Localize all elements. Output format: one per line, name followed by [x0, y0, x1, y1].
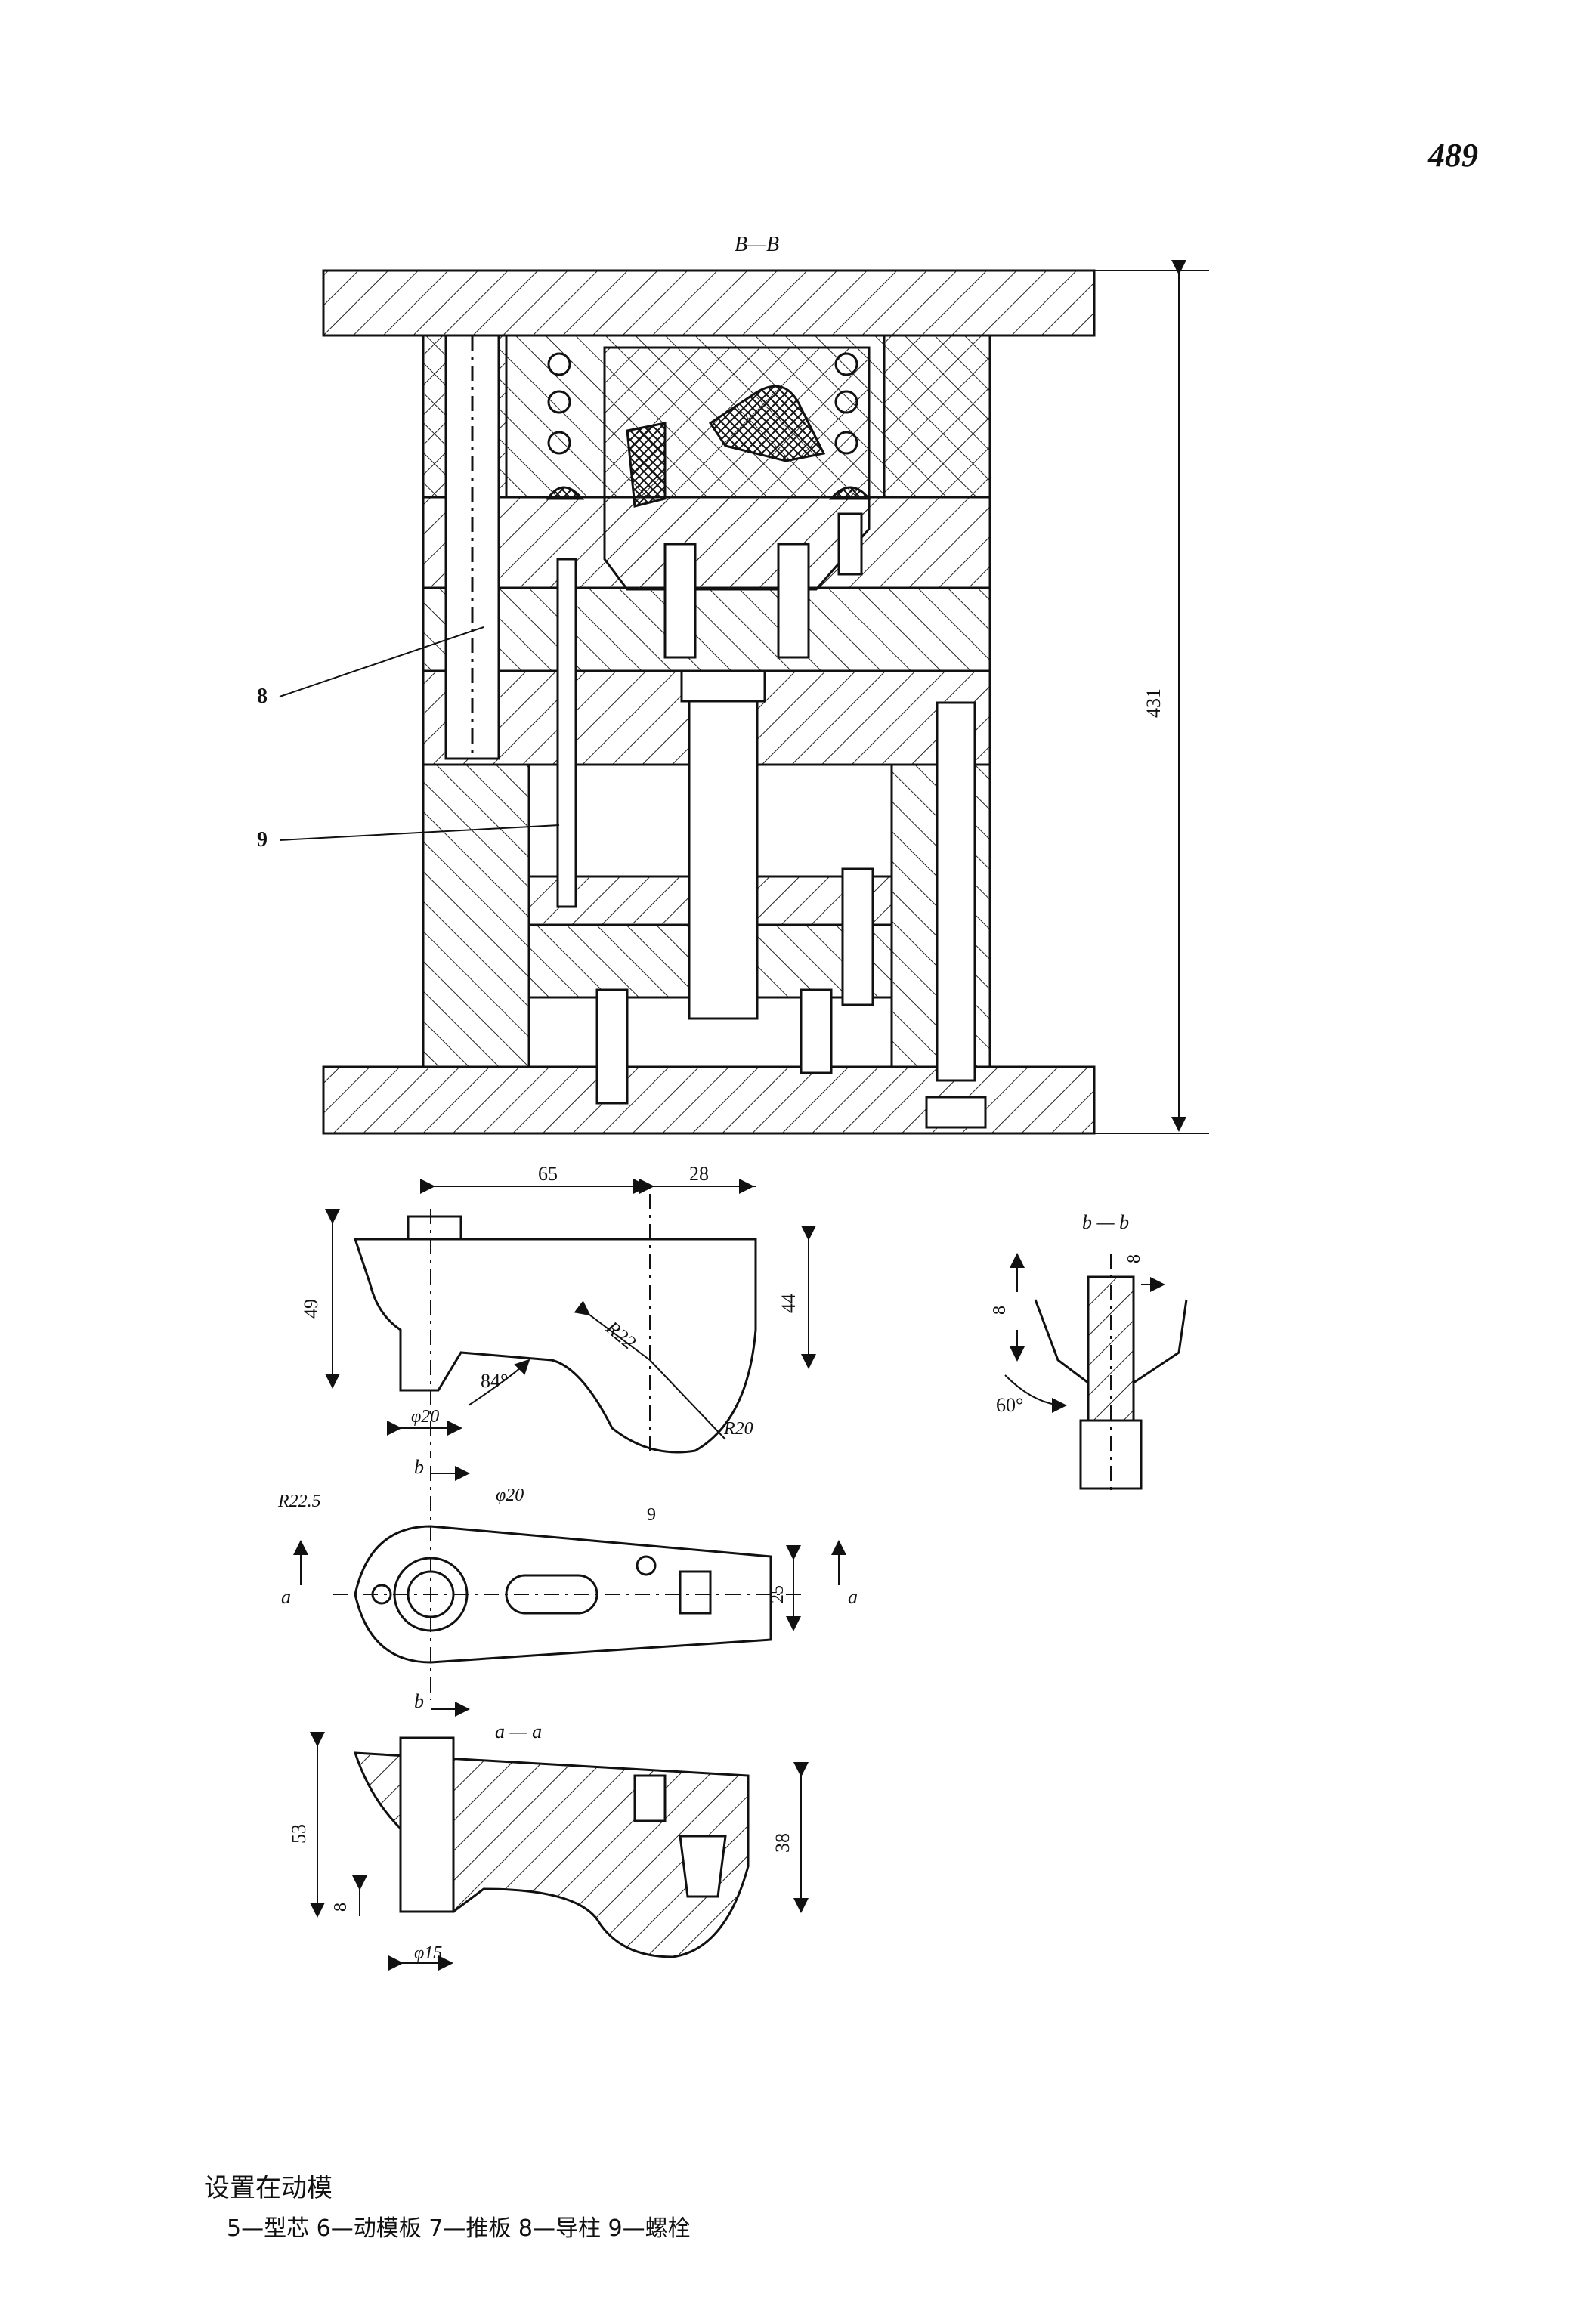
dim-65: 65 — [538, 1163, 558, 1185]
dim-53: 53 — [288, 1824, 310, 1844]
dim-38: 38 — [772, 1833, 793, 1853]
dim-r20: R20 — [723, 1419, 753, 1439]
callout-9: 9 — [257, 828, 268, 852]
assembly-section-bb — [279, 260, 1209, 1135]
dim-60-deg: 60° — [996, 1394, 1023, 1416]
cut-b-bottom: b — [414, 1690, 424, 1712]
callout-8: 8 — [257, 685, 268, 708]
dim-84-deg: 84° — [481, 1370, 508, 1392]
dim-28: 28 — [689, 1163, 709, 1185]
dim-9: 9 — [647, 1505, 656, 1525]
dim-phi20-top: φ20 — [496, 1485, 524, 1505]
cut-a-right: a — [848, 1586, 858, 1608]
dim-25: 25 — [768, 1585, 787, 1603]
section-aa-label: a — a — [495, 1720, 542, 1742]
cut-a-left: a — [281, 1586, 291, 1608]
dim-r22-5: R22.5 — [277, 1492, 321, 1511]
page-number: 489 — [1428, 137, 1478, 174]
dim-8-b-right: 8 — [1124, 1254, 1144, 1263]
dim-44: 44 — [778, 1294, 800, 1313]
section-bb-label: B—B — [735, 233, 779, 256]
part-top-view — [293, 1466, 846, 1717]
dim-phi15: φ15 — [414, 1943, 442, 1963]
cut-b-top: b — [414, 1456, 424, 1478]
section-aa-view — [310, 1732, 809, 1971]
dim-8-b-left: 8 — [990, 1306, 1010, 1315]
section-bb-small-label: b — b — [1082, 1211, 1129, 1233]
dim-overall-height: 431 — [1143, 688, 1165, 718]
dim-phi20-front: φ20 — [411, 1407, 439, 1427]
dim-8-aa: 8 — [331, 1903, 351, 1912]
part-front-view — [325, 1179, 816, 1458]
figure-caption-title: 设置在动模 — [204, 2173, 332, 2203]
figure-caption-legend: 5—型芯 6—动模板 7—推板 8—导柱 9—螺栓 — [227, 2215, 691, 2242]
section-bb-small-view — [1004, 1253, 1188, 1496]
dim-49: 49 — [300, 1299, 322, 1319]
